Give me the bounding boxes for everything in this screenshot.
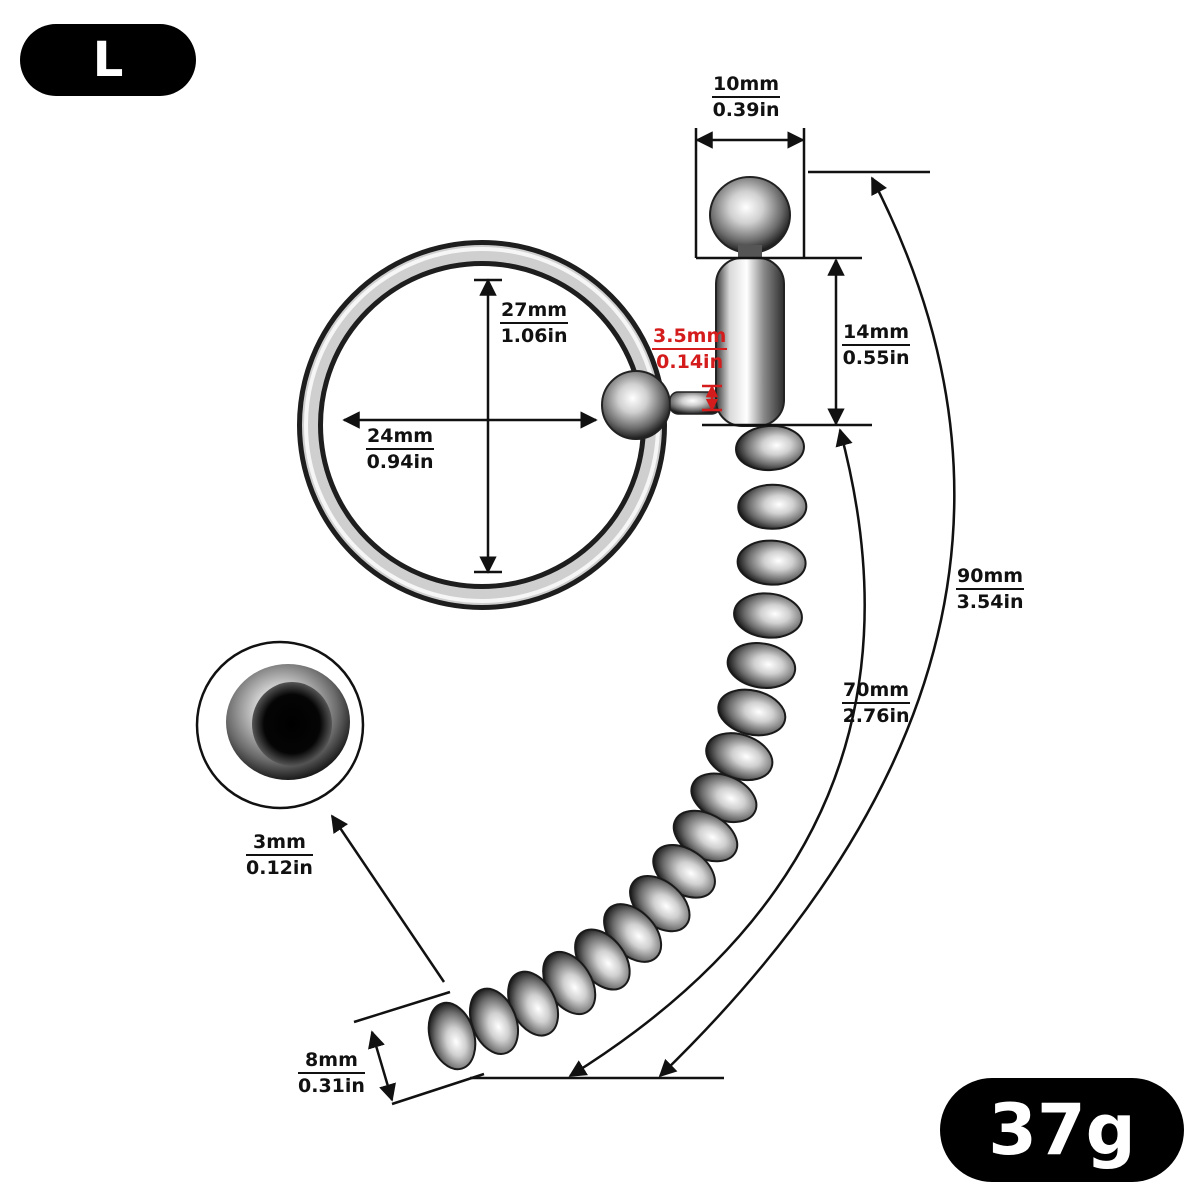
dim-beaded-length: 70mm 2.76in	[842, 678, 911, 728]
bead	[726, 642, 797, 689]
weight-badge: 37g	[940, 1078, 1184, 1182]
dim-tip-width: 10mm 0.39in	[712, 72, 781, 122]
bead	[737, 483, 808, 530]
dim-cap-length-mm: 14mm	[842, 320, 911, 346]
dim-ring-height-mm: 27mm	[500, 298, 569, 324]
dim-total-length-in: 3.54in	[956, 591, 1024, 613]
tip-ball	[709, 176, 791, 254]
bead	[736, 539, 807, 586]
size-badge: L	[20, 24, 196, 96]
dim-ring-height: 27mm 1.06in	[500, 298, 569, 348]
dim-connector-in: 0.14in	[656, 351, 724, 373]
ring-ball	[601, 370, 671, 440]
dim-hole: 3mm 0.12in	[246, 830, 313, 880]
dim-connector: 3.5mm 0.14in	[652, 324, 728, 374]
dim-ring-width: 24mm 0.94in	[366, 424, 435, 474]
dim-ring-width-in: 0.94in	[366, 451, 434, 473]
dim-end-diameter-mm: 8mm	[298, 1048, 365, 1074]
dim-ring-width-mm: 24mm	[366, 424, 435, 450]
dim-beaded-length-in: 2.76in	[842, 705, 910, 727]
bead	[735, 424, 805, 472]
dim-cap-length-in: 0.55in	[842, 347, 910, 369]
bead	[427, 1001, 477, 1071]
dim-ring-height-in: 1.06in	[500, 325, 568, 347]
dim-beaded-length-mm: 70mm	[842, 678, 911, 704]
dim-tip-width-mm: 10mm	[712, 72, 781, 98]
hole-icon	[252, 682, 332, 766]
hole-detail	[195, 640, 365, 810]
bead	[733, 592, 803, 639]
dim-hole-in: 0.12in	[246, 857, 313, 879]
dim-total-length: 90mm 3.54in	[956, 564, 1025, 614]
dim-hole-mm: 3mm	[246, 830, 313, 856]
dim-total-length-mm: 90mm	[956, 564, 1025, 590]
dim-end-diameter-in: 0.31in	[298, 1075, 365, 1097]
dim-end-diameter: 8mm 0.31in	[298, 1048, 365, 1098]
dim-tip-width-in: 0.39in	[712, 99, 780, 121]
dim-connector-mm: 3.5mm	[652, 324, 728, 350]
dim-cap-length: 14mm 0.55in	[842, 320, 911, 370]
